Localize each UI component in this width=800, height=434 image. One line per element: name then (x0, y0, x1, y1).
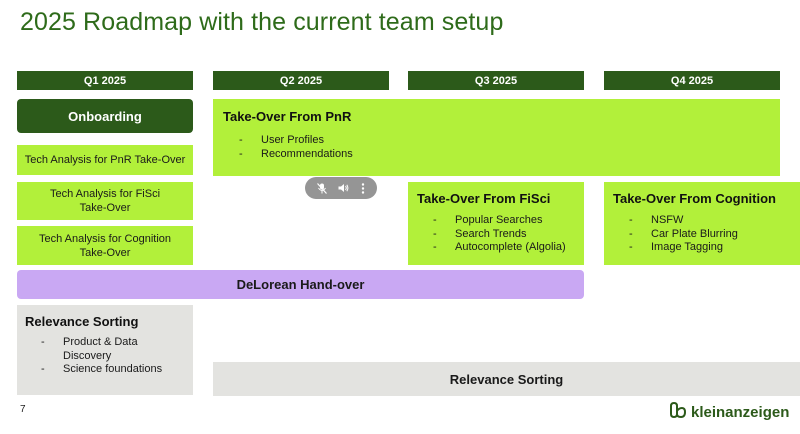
list-item: Science foundations (41, 363, 165, 377)
logo-text: kleinanzeigen (691, 404, 790, 421)
volume-icon[interactable] (338, 183, 349, 193)
quarter-header-q4: Q4 2025 (604, 71, 780, 90)
takeover-fisci-list: Popular Searches Search Trends Autocompl… (433, 214, 575, 255)
relevance-sorting-block-right: Relevance Sorting (213, 362, 800, 396)
relevance-sorting-title: Relevance Sorting (25, 314, 139, 329)
list-item: Product & Data Discovery (41, 336, 165, 363)
kleinanzeigen-logo-icon (670, 401, 687, 424)
list-item: Image Tagging (629, 241, 791, 255)
list-item: Search Trends (433, 228, 575, 242)
slide-title: 2025 Roadmap with the current team setup (20, 8, 504, 36)
takeover-pnr-list: User Profiles Recommendations (239, 134, 770, 161)
tech-analysis-fisci-line1: Tech Analysis for FiSci (49, 188, 161, 200)
takeover-cognition-title: Take-Over From Cognition (613, 191, 776, 206)
more-icon[interactable] (361, 182, 365, 194)
delorean-handover-block: DeLorean Hand-over (17, 270, 584, 299)
list-item: Autocomplete (Algolia) (433, 241, 575, 255)
tech-analysis-fisci-line2: Take-Over (79, 202, 131, 214)
list-item: Recommendations (239, 148, 770, 162)
tech-analysis-cognition-line1: Tech Analysis for Cognition (38, 232, 172, 245)
list-item: Car Plate Blurring (629, 228, 791, 242)
mic-off-icon[interactable] (316, 182, 327, 194)
takeover-pnr-block: Take-Over From PnR User Profiles Recomme… (213, 99, 780, 176)
takeover-pnr-title: Take-Over From PnR (223, 109, 352, 124)
quarter-header-q1: Q1 2025 (17, 71, 193, 90)
onboarding-block: Onboarding (17, 99, 193, 133)
tech-analysis-cognition: Tech Analysis for Cognition Take-Over (17, 226, 193, 265)
tech-analysis-fisci: Tech Analysis for FiSci Take-Over (17, 182, 193, 220)
page-number: 7 (20, 404, 26, 415)
list-item: User Profiles (239, 134, 770, 148)
takeover-fisci-block: Take-Over From FiSci Popular Searches Se… (408, 182, 584, 265)
takeover-fisci-title: Take-Over From FiSci (417, 191, 551, 206)
kleinanzeigen-logo: kleinanzeigen (670, 401, 789, 424)
takeover-cognition-block: Take-Over From Cognition NSFW Car Plate … (604, 182, 800, 265)
media-controls[interactable] (305, 177, 377, 199)
tech-analysis-cognition-line2: Take-Over (79, 246, 131, 259)
relevance-sorting-block-left: Relevance Sorting Product & Data Discove… (17, 305, 193, 395)
quarter-header-q2: Q2 2025 (213, 71, 389, 90)
tech-analysis-pnr: Tech Analysis for PnR Take-Over (17, 145, 193, 175)
list-item: Popular Searches (433, 214, 575, 228)
takeover-cognition-list: NSFW Car Plate Blurring Image Tagging (629, 214, 791, 255)
list-item: NSFW (629, 214, 791, 228)
relevance-sorting-list: Product & Data Discovery Science foundat… (41, 336, 185, 377)
quarter-header-q3: Q3 2025 (408, 71, 584, 90)
